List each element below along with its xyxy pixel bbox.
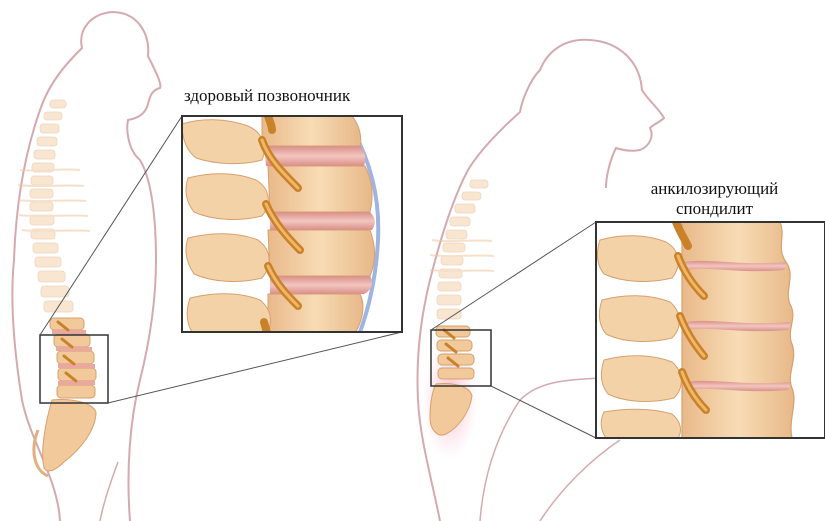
ankylosing-spondylitis-label-line2: спондилит (612, 199, 817, 219)
healthy-spine-closeup (182, 116, 402, 340)
healthy-lumbar-vertebrae (34, 318, 96, 476)
ankylosing-spondylitis-label: анкилозирующий спондилит (612, 179, 817, 219)
ankylosing-spondylitis-label-line1: анкилозирующий (612, 179, 817, 199)
healthy-spine-label: здоровый позвоночник (184, 86, 350, 106)
healthy-spine (18, 100, 90, 312)
as-spine (430, 180, 494, 319)
as-spine-closeup (596, 222, 825, 438)
